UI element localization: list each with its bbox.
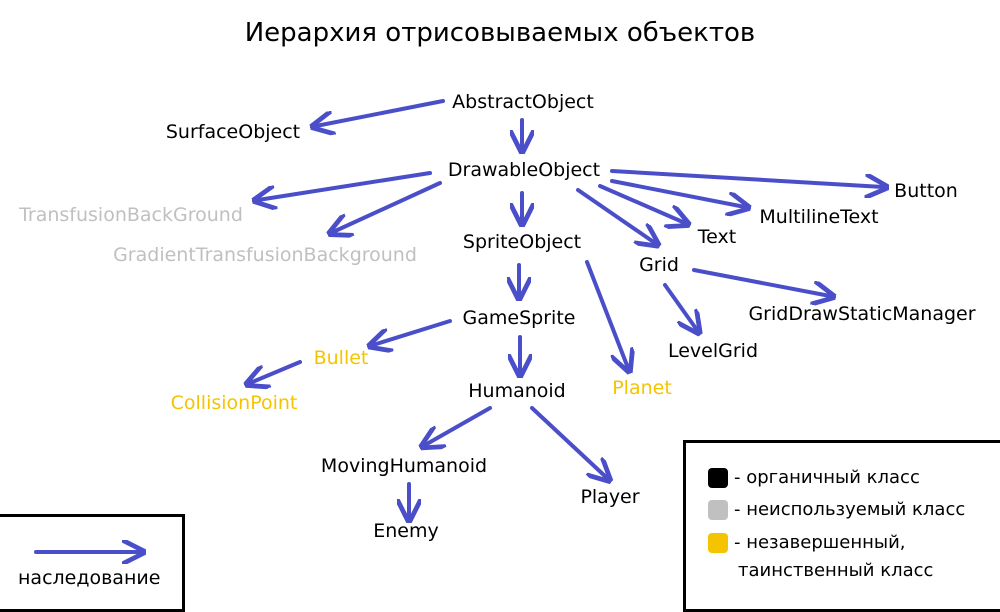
node-abstract-object: AbstractObject xyxy=(452,91,594,113)
arrow-drawable-to-transfusion xyxy=(258,171,432,200)
arrow-abstract-to-surface xyxy=(316,99,445,126)
arrow-drawable-to-button xyxy=(610,169,883,187)
arrow-drawable-to-gradient xyxy=(333,181,442,232)
arrow-drawable-to-grid xyxy=(576,188,655,243)
class-legend-box: - органичный класс - неиспользуемый клас… xyxy=(683,440,1000,612)
arrow-grid-to-leveldraw xyxy=(692,268,830,296)
node-level-grid: LevelGrid xyxy=(667,340,759,362)
arrow-drawable-to-text xyxy=(598,184,685,223)
node-drawable-object: DrawableObject xyxy=(447,159,601,181)
arrow-sprite-to-planet xyxy=(585,260,628,368)
node-surface-object: SurfaceObject xyxy=(165,121,301,143)
arrow-legend-sample xyxy=(34,537,182,587)
node-text: Text xyxy=(697,226,737,248)
node-player: Player xyxy=(580,486,640,508)
node-gradient-transfusion-background: GradientTransfusionBackground xyxy=(113,244,417,266)
node-bullet: Bullet xyxy=(313,347,369,369)
node-collision-point: CollisionPoint xyxy=(170,392,298,414)
legend-label-unfinished: - незавершенный, xyxy=(734,532,906,553)
arrow-legend-box: наследование xyxy=(0,514,185,612)
swatch-organic xyxy=(708,468,728,488)
legend-label-organic: - органичный класс xyxy=(734,467,920,488)
legend-item-unused: - неиспользуемый класс xyxy=(708,499,965,520)
legend-label-unused: - неиспользуемый класс xyxy=(734,499,966,520)
arrow-gamesprite-to-bullet xyxy=(373,319,452,345)
swatch-unused xyxy=(708,500,728,520)
node-grid-draw-static-manager: GridDrawStaticManager xyxy=(748,303,976,325)
node-multiline-text: MultilineText xyxy=(759,206,879,228)
node-humanoid: Humanoid xyxy=(468,380,566,402)
arrow-legend-label: наследование xyxy=(18,567,161,589)
node-transfusion-background: TransfusionBackGround xyxy=(19,204,243,226)
node-button: Button xyxy=(894,180,958,202)
node-sprite-object: SpriteObject xyxy=(462,231,582,253)
swatch-unfinished xyxy=(708,533,728,553)
legend-item-unfinished: - незавершенный, xyxy=(708,532,905,553)
legend-label-unfinished-line2: таинственный класс xyxy=(738,560,934,581)
arrow-grid-to-levelgrid xyxy=(663,283,697,330)
arrow-humanoid-to-moving xyxy=(425,406,492,445)
diagram-title: Иерархия отрисовываемых объектов xyxy=(244,18,756,48)
node-enemy: Enemy xyxy=(373,520,439,542)
node-grid: Grid xyxy=(639,254,679,276)
node-moving-humanoid: MovingHumanoid xyxy=(320,455,488,477)
arrow-humanoid-to-player xyxy=(530,406,607,478)
arrow-bullet-to-collision xyxy=(250,360,302,383)
node-game-sprite: GameSprite xyxy=(462,307,576,329)
legend-item-organic: - органичный класс xyxy=(708,467,920,488)
arrow-drawable-to-multiline xyxy=(610,179,745,207)
node-planet: Planet xyxy=(612,377,672,399)
